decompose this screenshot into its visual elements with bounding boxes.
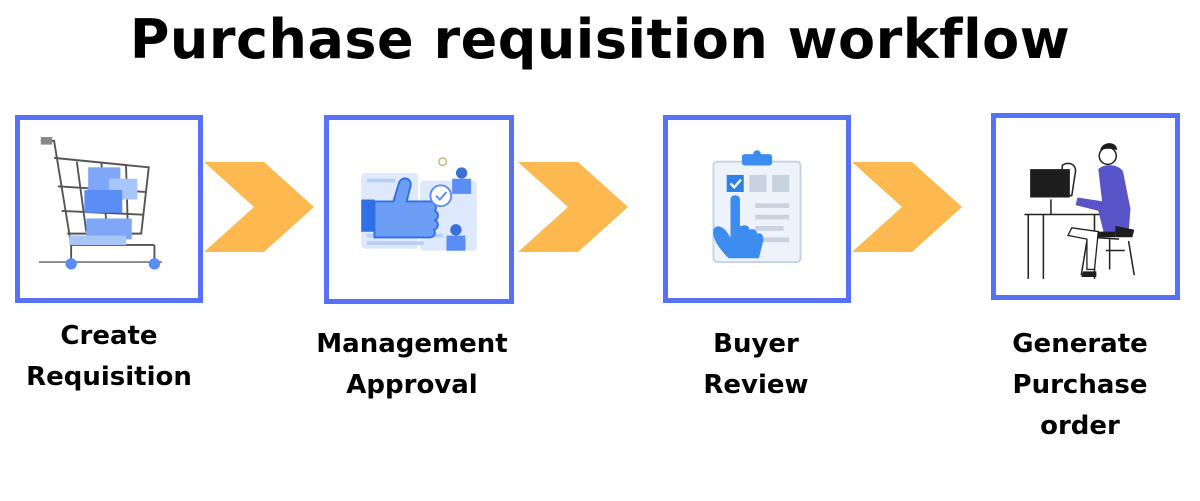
label-line: Purchase <box>1012 370 1148 400</box>
step-create-requisition-label: Create Requisition <box>0 316 218 398</box>
label-line: Approval <box>346 370 478 400</box>
label-line: Review <box>703 370 809 400</box>
label-line: order <box>1040 411 1120 441</box>
label-line: Create <box>60 321 158 351</box>
thumbs-up-approval-icon <box>361 157 477 251</box>
step-generate-purchase-order-box <box>991 113 1180 300</box>
label-line: Requisition <box>26 362 192 392</box>
arrow-2-chevron-icon <box>518 162 628 252</box>
arrow-3-chevron-icon <box>852 162 962 252</box>
arrow-1-chevron-icon <box>204 162 314 252</box>
step-management-approval-label: Management Approval <box>302 324 522 406</box>
step-generate-purchase-order-label: Generate Purchase order <box>970 324 1190 447</box>
step-buyer-review-label: Buyer Review <box>646 324 866 406</box>
label-line: Management <box>316 329 508 359</box>
shopping-cart-icon <box>38 137 163 270</box>
label-line: Generate <box>1012 329 1148 359</box>
clipboard-check-icon <box>712 150 802 263</box>
step-buyer-review-box <box>663 115 851 303</box>
step-create-requisition-box <box>15 115 203 303</box>
label-line: Buyer <box>713 329 799 359</box>
step-management-approval-box <box>324 115 514 304</box>
diagram-title: Purchase requisition workflow <box>129 8 1071 71</box>
person-at-computer-icon <box>1024 143 1135 279</box>
